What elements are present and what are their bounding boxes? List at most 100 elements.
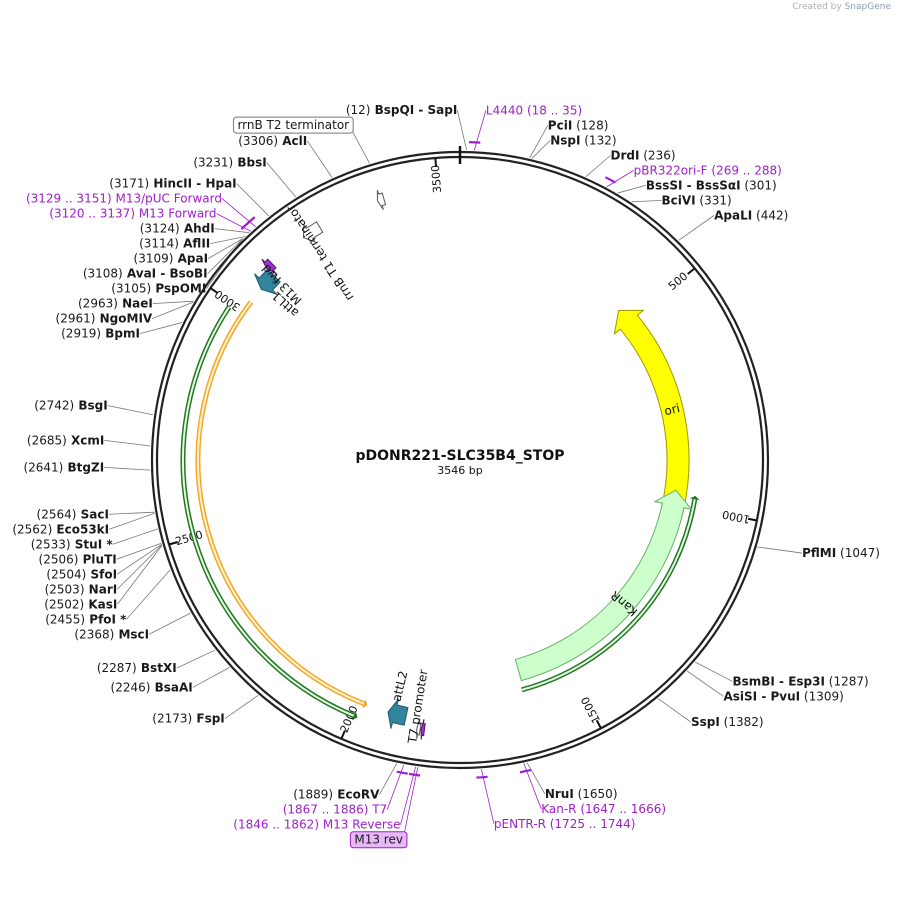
label-2503-nari[interactable]: (2503) NarI	[45, 582, 118, 596]
orf-arrowhead	[351, 711, 358, 721]
label-2919-bpmi[interactable]: (2919) BpmI	[61, 327, 140, 341]
leader-line	[116, 544, 162, 575]
label-pflmi-1047[interactable]: PflMI (1047)	[802, 546, 880, 560]
label-part: KasI	[84, 597, 117, 611]
label-2246-bsaai[interactable]: (2246) BsaAI	[111, 680, 193, 694]
label-part: (3114)	[139, 237, 179, 251]
leader-line	[631, 199, 662, 203]
feature-m13-fwd[interactable]	[261, 258, 277, 275]
label-2533-stui[interactable]: (2533) StuI *	[31, 537, 114, 551]
orf-arc-fill	[197, 301, 365, 705]
label-bcivi-331[interactable]: BciVI (331)	[661, 193, 731, 207]
leader-line	[176, 649, 216, 669]
label-sspi-1382[interactable]: SspI (1382)	[691, 715, 764, 729]
label-nspi-132[interactable]: NspI (132)	[550, 133, 616, 147]
leader-line	[109, 512, 155, 530]
label-2685-xcmi[interactable]: (2685) XcmI	[27, 433, 104, 447]
label-part: (2506)	[39, 552, 79, 566]
feature-attl2[interactable]	[387, 698, 409, 729]
primer-mark-l4440	[468, 141, 481, 144]
label-part: NgoMIV	[95, 312, 152, 326]
label-2455-pfoi[interactable]: (2455) PfoI *	[45, 612, 127, 626]
label-asisi-pvui-1309[interactable]: AsiSI - PvuI (1309)	[723, 689, 843, 703]
feature-m13-rev[interactable]	[420, 719, 426, 740]
label-2173-fspi[interactable]: (2173) FspI	[152, 712, 224, 726]
label-2564-saci[interactable]: (2564) SacI	[37, 507, 109, 521]
label-3120-3137-m13-forward[interactable]: (3120 .. 3137) M13 Forward	[49, 207, 216, 221]
label-part: - Esp3I	[775, 674, 825, 688]
label-2506-pluti[interactable]: (2506) PluTI	[39, 552, 117, 566]
label-part: ApaI	[173, 252, 208, 266]
feature-kanr[interactable]	[514, 489, 693, 682]
tick-label: 2500	[174, 528, 205, 548]
feature-rrnb-t2-terminator[interactable]	[376, 190, 387, 210]
tick-mark	[747, 517, 758, 522]
label-part: ApaLI	[714, 208, 752, 222]
label-pentr-r-1725-1744[interactable]: pENTR-R (1725 .. 1744)	[494, 817, 636, 831]
label-part: AflII	[179, 237, 210, 251]
label-part: StuI *	[71, 537, 114, 551]
label-3129-3151-m13-puc-forward[interactable]: (3129 .. 3151) M13/pUC Forward	[26, 192, 222, 206]
label-part: (2287)	[97, 661, 137, 675]
leader-line	[192, 666, 230, 688]
label-part: (2919)	[61, 327, 101, 341]
label-2961-ngomiv[interactable]: (2961) NgoMIV	[56, 312, 153, 326]
label-2742-bsgi[interactable]: (2742) BsgI	[34, 399, 107, 413]
leader-line	[107, 405, 154, 416]
label-kan-r-1647-1666[interactable]: Kan-R (1647 .. 1666)	[541, 802, 666, 816]
label-part: (2368)	[74, 627, 114, 641]
feature-t7-promoter[interactable]	[416, 718, 422, 739]
label-2562-eco53ki[interactable]: (2562) Eco53kI	[12, 522, 109, 536]
label-part: FspI	[192, 712, 225, 726]
label-1889-ecorv[interactable]: (1889) EcoRV	[293, 788, 380, 802]
feature-ori[interactable]	[613, 309, 690, 527]
label-part: PflMI	[802, 546, 836, 560]
label-pcii-128[interactable]: PciI (128)	[548, 118, 609, 132]
label-3108-avai-bsobi[interactable]: (3108) AvaI - BsoBI	[83, 267, 208, 281]
label-drdi-236[interactable]: DrdI (236)	[611, 148, 676, 162]
label-2368-msci[interactable]: (2368) MscI	[74, 627, 149, 641]
label-bsssi-bsss-i-301[interactable]: BssSI - BssSαI (301)	[646, 178, 777, 192]
label-part: (2963)	[78, 297, 118, 311]
leader-line	[617, 184, 647, 194]
leader-line	[266, 162, 297, 198]
label-12-bspqi-sapi[interactable]: (12) BspQI - SapI	[346, 103, 458, 117]
feature-rrnb-t1-terminator[interactable]	[302, 221, 324, 243]
label-part: BtgZI	[63, 460, 104, 474]
label-apali-442[interactable]: ApaLI (442)	[714, 208, 788, 222]
label-2504-sfoi[interactable]: (2504) SfoI	[46, 567, 117, 581]
label-3171-hincii-hpai[interactable]: (3171) HincII - HpaI	[109, 177, 236, 191]
label-3109-apai[interactable]: (3109) ApaI	[134, 252, 209, 266]
leader-line	[678, 215, 715, 241]
orf-arrowhead	[689, 495, 700, 501]
label-1846-1862-m13-reverse[interactable]: (1846 .. 1862) M13 Reverse	[233, 818, 400, 832]
label-m13-rev[interactable]: M13 rev	[354, 833, 403, 847]
label-2641-btgzi[interactable]: (2641) BtgZI	[23, 460, 104, 474]
label-3306-acli[interactable]: (3306) AclI	[238, 134, 307, 148]
primer-marks	[240, 141, 616, 779]
label-3231-bbsi[interactable]: (3231) BbsI	[193, 156, 266, 170]
map-labels: (12) BspQI - SapI L4440 (18 .. 35)PciI (1…	[12, 103, 880, 849]
leader-line	[148, 612, 191, 635]
label-3114-aflii[interactable]: (3114) AflII	[139, 237, 210, 251]
leader-line	[224, 695, 259, 719]
orf-arc-fill	[182, 306, 355, 717]
label-part: pENTR-R	[494, 817, 546, 831]
label-nrui-1650[interactable]: NruI (1650)	[545, 787, 618, 801]
label-pbr322ori-f-269-288[interactable]: pBR322ori-F (269 .. 288)	[634, 163, 782, 177]
label-part: BsaAI	[150, 680, 192, 694]
label-3124-ahdi[interactable]: (3124) AhdI	[140, 222, 215, 236]
label-2287-bstxi[interactable]: (2287) BstXI	[97, 661, 177, 675]
label-part: (2502)	[44, 597, 84, 611]
label-part: (1650)	[574, 787, 618, 801]
feature-attl1[interactable]	[254, 268, 281, 295]
label-bsmbi-esp3i-1287[interactable]: BsmBI - Esp3I (1287)	[732, 674, 868, 688]
label-2502-kasi[interactable]: (2502) KasI	[44, 597, 117, 611]
label-3105-pspomi[interactable]: (3105) PspOMI	[111, 282, 206, 296]
label-l4440-18-35[interactable]: L4440 (18 .. 35)	[486, 103, 582, 117]
label-part: (3105)	[111, 282, 151, 296]
label-2963-naei[interactable]: (2963) NaeI	[78, 297, 153, 311]
label-rrnb-t2-terminator[interactable]: rrnB T2 terminator	[237, 118, 349, 132]
label-1867-1886-t7[interactable]: (1867 .. 1886) T7	[283, 803, 387, 817]
label-part: (1382)	[720, 715, 764, 729]
